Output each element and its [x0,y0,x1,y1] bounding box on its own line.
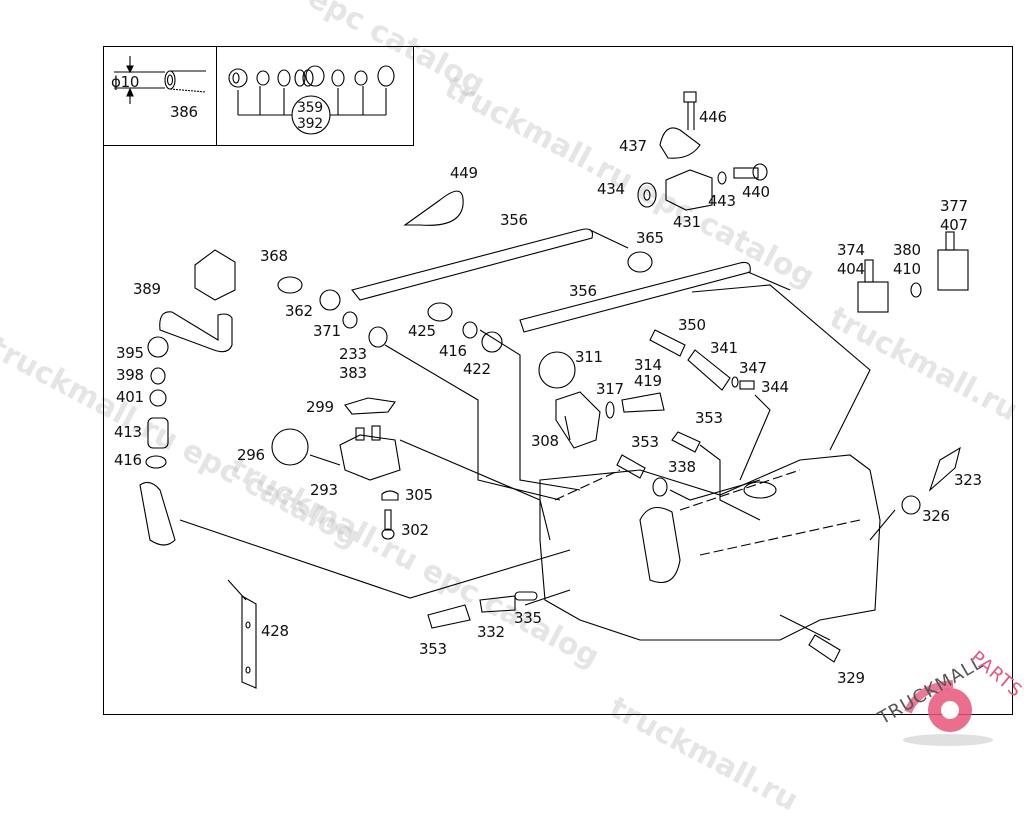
part-label[interactable]: 344 [761,378,789,396]
part-label[interactable]: 233 [339,345,367,363]
part-label[interactable]: 350 [678,316,706,334]
part-label[interactable]: 332 [477,623,505,641]
pipe-icon [351,228,751,333]
wrench-icon [271,351,576,466]
inset-panel [103,46,414,146]
part-label[interactable]: 443 [708,192,736,210]
part-label[interactable]: 317 [596,380,624,398]
part-label[interactable]: 413 [114,423,142,441]
part-label[interactable]: 362 [285,302,313,320]
bracket-icon [241,595,257,689]
part-label[interactable]: 377 [940,197,968,215]
part-label[interactable]: 416 [114,451,142,469]
part-label[interactable]: 389 [133,280,161,298]
part-label[interactable]: 440 [742,183,770,201]
gear-icon [903,680,993,746]
fitting-icon [277,231,969,353]
part-label-386[interactable]: 386 [170,103,198,121]
part-label[interactable]: 425 [408,322,436,340]
cable-tie-icon [403,190,464,226]
part-label[interactable]: 296 [237,446,265,464]
part-label[interactable]: 446 [699,108,727,126]
part-label[interactable]: 305 [405,486,433,504]
brand-logo: TRUCKMALL PARTS [858,647,1024,750]
parts-drawing [114,56,969,689]
bolt-icon [381,329,961,663]
part-label[interactable]: 434 [597,180,625,198]
part-label[interactable]: 356 [500,211,528,229]
part-label[interactable]: 407 [940,216,968,234]
part-label[interactable]: 299 [306,398,334,416]
part-label[interactable]: 353 [631,433,659,451]
hose-icon [114,56,207,104]
part-label[interactable]: 293 [310,481,338,499]
part-label[interactable]: 329 [837,669,865,687]
part-label[interactable]: 365 [636,229,664,247]
part-label[interactable]: 395 [116,344,144,362]
gasket-icon [139,397,396,546]
part-label[interactable]: 311 [575,348,603,366]
part-label[interactable]: 404 [837,260,865,278]
part-label[interactable]: 323 [954,471,982,489]
part-label[interactable]: 326 [922,507,950,525]
part-label[interactable]: 449 [450,164,478,182]
part-label-359[interactable]: 359 [297,100,323,116]
part-label[interactable]: 335 [514,609,542,627]
gearbox-housing-icon [539,454,881,641]
part-label[interactable]: 437 [619,137,647,155]
filter-housing-icon [339,391,601,481]
diagram-frame [103,46,1013,715]
part-label[interactable]: 341 [710,339,738,357]
part-label[interactable]: 416 [439,342,467,360]
part-label[interactable]: 347 [739,359,767,377]
part-label[interactable]: 368 [260,247,288,265]
part-label-392[interactable]: 392 [297,116,323,132]
diameter-label: ϕ10 [111,73,140,91]
leader-lines [179,229,896,641]
part-label[interactable]: 410 [893,260,921,278]
tee-fitting-icon [159,249,236,353]
part-label[interactable]: 356 [569,282,597,300]
part-label[interactable]: 353 [695,409,723,427]
stacked-fittings-icon [145,336,169,469]
part-label[interactable]: 422 [463,360,491,378]
part-label[interactable]: 353 [419,640,447,658]
part-label[interactable]: 302 [401,521,429,539]
part-label[interactable]: 374 [837,241,865,259]
part-label[interactable]: 398 [116,366,144,384]
part-label[interactable]: 431 [673,213,701,231]
part-label[interactable]: 308 [531,432,559,450]
inset-divider [216,46,217,146]
part-label[interactable]: 419 [634,372,662,390]
part-label[interactable]: 428 [261,622,289,640]
part-label[interactable]: 380 [893,241,921,259]
part-label[interactable]: 338 [668,458,696,476]
part-label[interactable]: 314 [634,356,662,374]
bolt-icon [637,91,768,211]
fitting-set-icon [228,65,395,135]
part-label[interactable]: 383 [339,364,367,382]
part-label[interactable]: 401 [116,388,144,406]
part-label[interactable]: 371 [313,322,341,340]
